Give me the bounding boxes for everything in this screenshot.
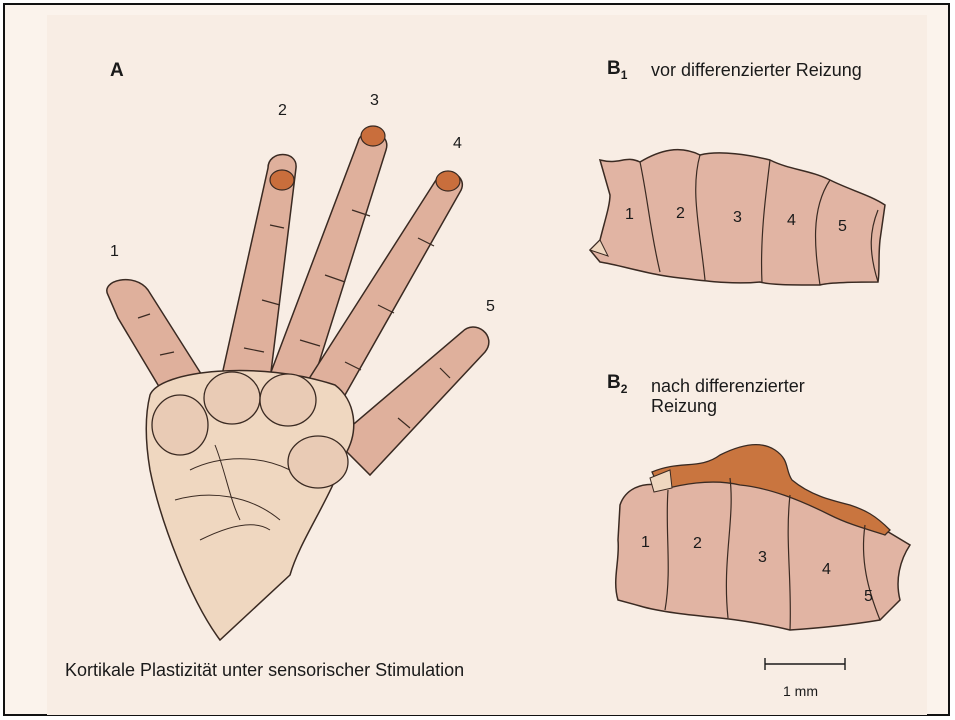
palm-pad-4 <box>288 436 348 488</box>
cortex-before-area-3: 3 <box>733 209 742 227</box>
fingertip-4 <box>436 171 460 191</box>
palm-pad-2 <box>204 372 260 424</box>
scale-bar-label: 1 mm <box>783 683 818 699</box>
finger-label-4: 4 <box>453 135 462 153</box>
cortex-after-area-5: 5 <box>864 588 873 606</box>
cortex-after-area-3: 3 <box>758 549 767 567</box>
finger-label-5: 5 <box>486 298 495 316</box>
panel-b2-letter: B2 <box>607 372 627 396</box>
panel-a-letter: A <box>110 60 124 82</box>
figure-caption: Kortikale Plastizität unter sensorischer… <box>65 660 464 681</box>
finger-label-1: 1 <box>110 243 119 261</box>
cortex-after-area-1: 1 <box>641 534 650 552</box>
cortex-before-area-2: 2 <box>676 205 685 223</box>
fingertip-2 <box>270 170 294 190</box>
panel-b1-letter: B1 <box>607 58 627 82</box>
cortex-after-area-2: 2 <box>693 535 702 553</box>
palm-pad-3 <box>260 374 316 426</box>
panel-b1-text: vor differenzierter Reizung <box>651 60 871 80</box>
cortex-before-area-4: 4 <box>787 212 796 230</box>
cortex-before-area-5: 5 <box>838 218 847 236</box>
hand-illustration <box>107 126 489 640</box>
finger-label-2: 2 <box>278 102 287 120</box>
cortex-before-area-1: 1 <box>625 206 634 224</box>
palm-pad-1 <box>152 395 208 455</box>
cortex-after-area-4: 4 <box>822 561 831 579</box>
panel-b2-text: nach differenzierter Reizung <box>651 376 871 416</box>
finger-label-3: 3 <box>370 92 379 110</box>
scale-bar <box>765 658 845 670</box>
fingertip-3 <box>361 126 385 146</box>
